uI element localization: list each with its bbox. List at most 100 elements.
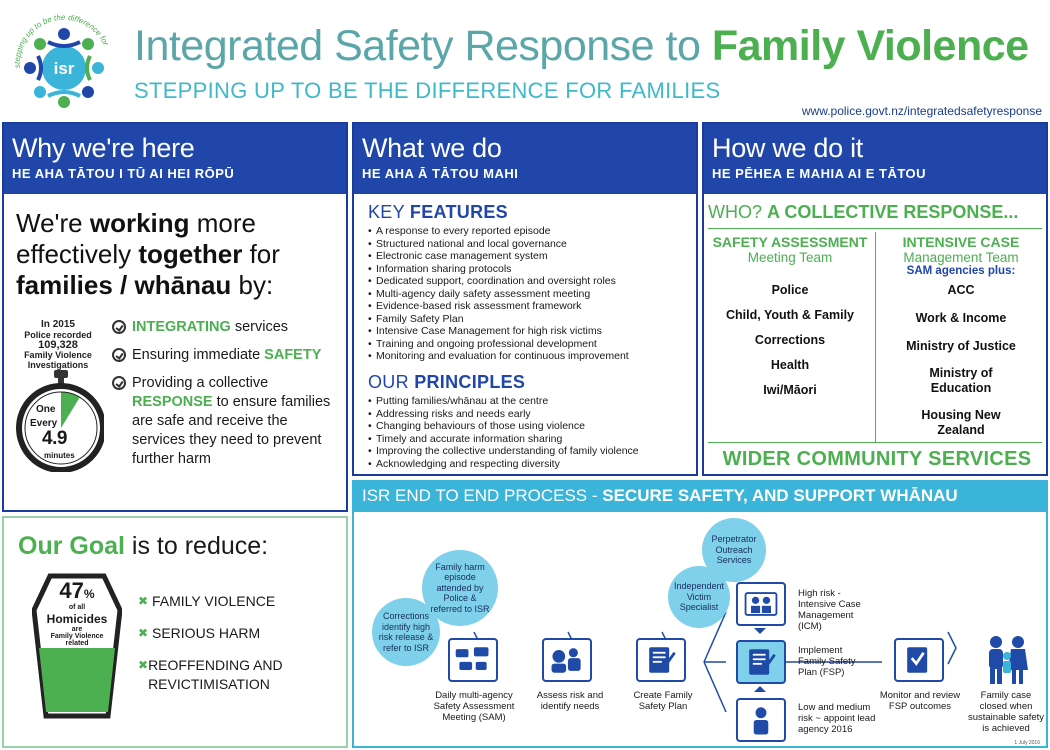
divider xyxy=(708,442,1042,443)
step-icm: High risk - Intensive Case Management (I… xyxy=(798,588,861,632)
assess-icon xyxy=(542,638,592,682)
key-features-list: A response to every reported episode Str… xyxy=(368,225,692,363)
stopwatch-graphic: One Every 4.9 minutes xyxy=(16,368,106,473)
logo-text: isr xyxy=(54,59,75,78)
check-circle-icon xyxy=(112,348,126,362)
goal-list: ✖FAMILY VIOLENCE ✖SERIOUS HARM ✖REOFFEND… xyxy=(138,592,298,707)
step-sam: Daily multi-agency Safety Assessment Mee… xyxy=(433,690,515,723)
homicide-coffin-graphic: 47% of all Homicides are Family Violence… xyxy=(31,572,123,720)
cross-icon: ✖ xyxy=(138,626,149,640)
principles-title: OUR PRINCIPLES xyxy=(368,372,526,392)
stopwatch-value: 4.9 xyxy=(42,428,67,449)
page-title: Integrated Safety Response to Family Vio… xyxy=(134,22,1029,70)
agency: Ministry of Education xyxy=(929,366,993,395)
list-item: A response to every reported episode xyxy=(368,225,692,238)
goal-title: Our Goal is to reduce: xyxy=(18,532,269,560)
list-item: ✖REOFFENDING AND REVICTIMISATION xyxy=(138,657,283,692)
agency: Housing New Zealand xyxy=(921,408,1001,437)
list-item: ✖FAMILY VIOLENCE xyxy=(138,593,276,609)
coffin-percent: 47 xyxy=(59,578,84,603)
icm-team: INTENSIVE CASE Management Team SAM agenc… xyxy=(878,235,1044,438)
list-item: ✖SERIOUS HARM xyxy=(138,625,261,641)
list-item: Training and ongoing professional develo… xyxy=(368,338,692,351)
why-list: INTEGRATING services Ensuring immediate … xyxy=(112,318,342,478)
how-subheading: HE PĒHEA E MAHIA AI E TĀTOU xyxy=(712,166,927,181)
cross-icon: ✖ xyxy=(138,658,149,672)
list-item: Timely and accurate information sharing xyxy=(368,433,692,446)
why-statement: We're working more effectively together … xyxy=(16,208,280,300)
agency: Iwi/Māori xyxy=(763,383,817,397)
list-item: Intensive Case Management for high risk … xyxy=(368,325,692,338)
why-header: Why we're here HE AHA TĀTOU I TŪ AI HEI … xyxy=(4,124,346,194)
agency: Police xyxy=(771,283,809,297)
what-heading: What we do xyxy=(362,133,502,163)
sam-team: SAFETY ASSESSMENT Meeting Team Police Ch… xyxy=(708,235,872,398)
step-monitor: Monitor and review FSP outcomes xyxy=(879,690,961,712)
list-item: Electronic case management system xyxy=(368,250,692,263)
agency: Child, Youth & Family xyxy=(725,308,854,322)
lead-agency-icon xyxy=(736,698,786,742)
list-item: Dedicated support, coordination and over… xyxy=(368,275,692,288)
investigation-stat: In 2015 Police recorded 109,328 Family V… xyxy=(24,319,92,371)
wider-community-services: WIDER COMMUNITY SERVICES xyxy=(722,448,1032,470)
list-item: Evidence-based risk assessment framework xyxy=(368,300,692,313)
divider xyxy=(708,228,1042,229)
step-case-closed: Family case closed when sustainable safe… xyxy=(967,690,1045,734)
meeting-icon xyxy=(448,638,498,682)
implement-plan-icon xyxy=(736,640,786,684)
list-item: Information sharing protocols xyxy=(368,263,692,276)
why-heading: Why we're here xyxy=(12,133,195,163)
stopwatch-every: Every xyxy=(30,418,58,429)
how-heading: How we do it xyxy=(712,133,863,163)
check-circle-icon xyxy=(112,376,126,390)
step-create-plan: Create Family Safety Plan xyxy=(633,690,693,712)
step-assess: Assess risk and identify needs xyxy=(536,690,604,712)
step-implement: Implement Family Safety Plan (FSP) xyxy=(798,645,856,678)
list-item: Family Safety Plan xyxy=(368,313,692,326)
key-features-title: KEY FEATURES xyxy=(368,202,508,222)
list-item: INTEGRATING services xyxy=(112,318,342,337)
icm-sub: SAM agencies plus: xyxy=(906,265,1016,277)
icm-team-icon xyxy=(736,582,786,626)
agency: Ministry of Justice xyxy=(906,339,1016,353)
who-title: WHO? A COLLECTIVE RESPONSE... xyxy=(708,202,1019,222)
website-link[interactable]: www.police.govt.nz/integratedsafetyrespo… xyxy=(801,104,1042,118)
list-item: Putting families/whānau at the centre xyxy=(368,395,692,408)
list-item: Ensuring immediate SAFETY xyxy=(112,346,342,365)
principles-list: Putting families/whānau at the centre Ad… xyxy=(368,395,692,470)
list-item: Providing a collective RESPONSE to ensur… xyxy=(112,374,342,469)
page-subtitle: STEPPING UP TO BE THE DIFFERENCE FOR FAM… xyxy=(134,78,721,103)
icm-head: INTENSIVE CASE xyxy=(902,234,1020,250)
sam-head: SAFETY ASSESSMENT xyxy=(712,234,868,250)
what-subheading: HE AHA Ā TĀTOU MAHI xyxy=(362,166,519,181)
isr-logo: stepping up to be the difference for fam… xyxy=(3,0,118,116)
process-title-bar: ISR END TO END PROCESS - SECURE SAFETY, … xyxy=(352,480,1048,512)
agency: Work & Income xyxy=(915,311,1007,325)
how-header: How we do it HE PĒHEA E MAHIA AI E TĀTOU xyxy=(704,124,1046,194)
divider xyxy=(875,232,876,442)
agency: ACC xyxy=(947,283,975,297)
list-item: Structured national and local governance xyxy=(368,238,692,251)
bubble-family-harm: Family harm episode attended by Police &… xyxy=(422,550,498,626)
monitor-icon xyxy=(894,638,944,682)
bubble-perpetrator-services: Perpetrator Outreach Services xyxy=(702,518,766,582)
list-item: Improving the collective understanding o… xyxy=(368,445,692,458)
list-item: Acknowledging and respecting diversity xyxy=(368,458,692,471)
check-circle-icon xyxy=(112,320,126,334)
stopwatch-unit: minutes xyxy=(44,451,75,460)
stopwatch-one: One xyxy=(36,404,56,415)
list-item: Multi-agency daily safety assessment mee… xyxy=(368,288,692,301)
step-low-risk: Low and medium risk ~ appoint lead agenc… xyxy=(798,702,876,735)
agency: Corrections xyxy=(754,333,826,347)
cross-icon: ✖ xyxy=(138,594,149,608)
agency: Health xyxy=(770,358,810,372)
list-item: Changing behaviours of those using viole… xyxy=(368,420,692,433)
safety-plan-icon xyxy=(636,638,686,682)
list-item: Addressing risks and needs early xyxy=(368,408,692,421)
list-item: Monitoring and evaluation for continuous… xyxy=(368,350,692,363)
why-subheading: HE AHA TĀTOU I TŪ AI HEI RŌPŪ xyxy=(12,166,235,181)
bubble-corrections: Corrections identify high risk release &… xyxy=(372,598,440,666)
what-header: What we do HE AHA Ā TĀTOU MAHI xyxy=(354,124,696,194)
family-icon xyxy=(984,634,1030,686)
date-note: 1 July 2016 xyxy=(1014,740,1040,746)
